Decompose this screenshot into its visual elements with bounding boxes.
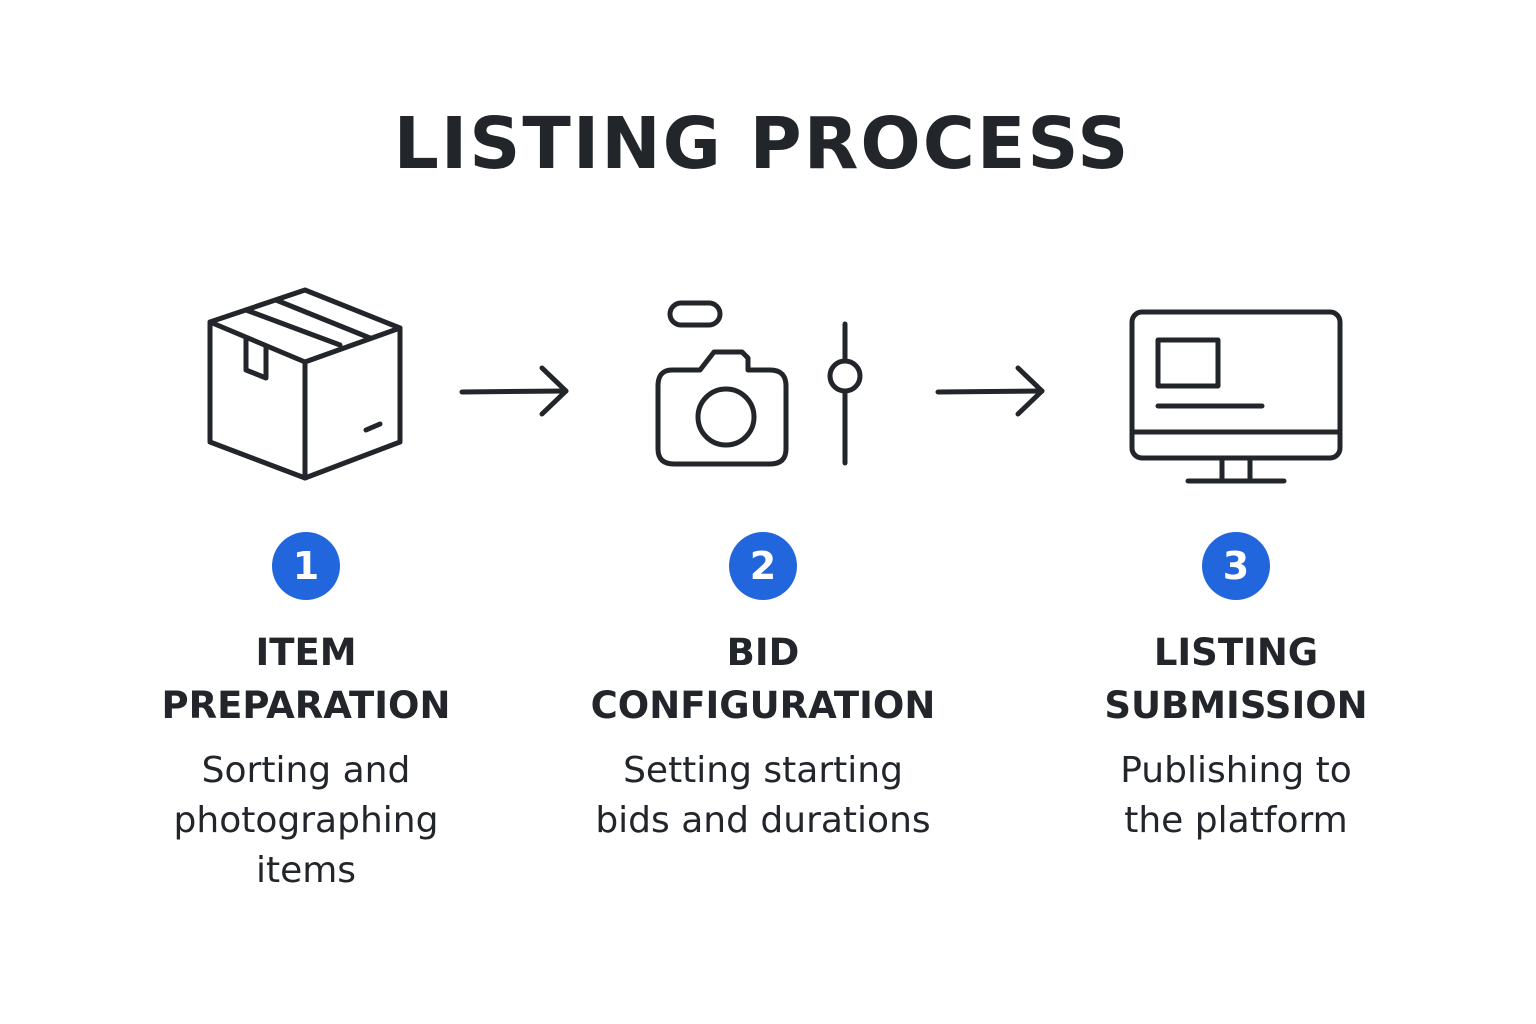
step-description: Sorting and photographing items	[96, 746, 516, 896]
step-number-badge: 3	[1202, 532, 1270, 600]
step-title-line: SUBMISSION	[1104, 684, 1368, 727]
step-item-preparation: 1 ITEM PREPARATION Sorting and photograp…	[96, 532, 516, 896]
step-desc-line: items	[255, 850, 357, 891]
step-number-badge: 1	[272, 532, 340, 600]
step-description: Publishing to the platform	[1026, 746, 1446, 846]
step-title: LISTING SUBMISSION	[1026, 626, 1446, 732]
step-desc-line: Sorting and	[201, 750, 411, 791]
step-title-line: BID	[726, 631, 800, 674]
step-description: Setting starting bids and durations	[553, 746, 973, 846]
box-icon	[200, 282, 410, 488]
step-title-line: PREPARATION	[161, 684, 451, 727]
camera-slider-icon	[650, 296, 866, 472]
monitor-icon	[1124, 304, 1348, 488]
step-desc-line: Setting starting	[623, 750, 903, 791]
step-desc-line: Publishing to	[1120, 750, 1352, 791]
step-desc-line: photographing	[173, 800, 439, 841]
step-number-badge: 2	[729, 532, 797, 600]
step-title-line: CONFIGURATION	[590, 684, 936, 727]
arrow-right-icon	[458, 362, 574, 424]
step-title-line: ITEM	[255, 631, 357, 674]
page-title: LISTING PROCESS	[393, 102, 1131, 185]
step-bid-configuration: 2 BID CONFIGURATION Setting starting bid…	[553, 532, 973, 846]
step-title: BID CONFIGURATION	[553, 626, 973, 732]
arrow-right-icon	[934, 362, 1050, 424]
step-title: ITEM PREPARATION	[96, 626, 516, 732]
step-desc-line: the platform	[1124, 800, 1348, 841]
step-listing-submission: 3 LISTING SUBMISSION Publishing to the p…	[1026, 532, 1446, 846]
step-desc-line: bids and durations	[595, 800, 931, 841]
step-title-line: LISTING	[1153, 631, 1319, 674]
